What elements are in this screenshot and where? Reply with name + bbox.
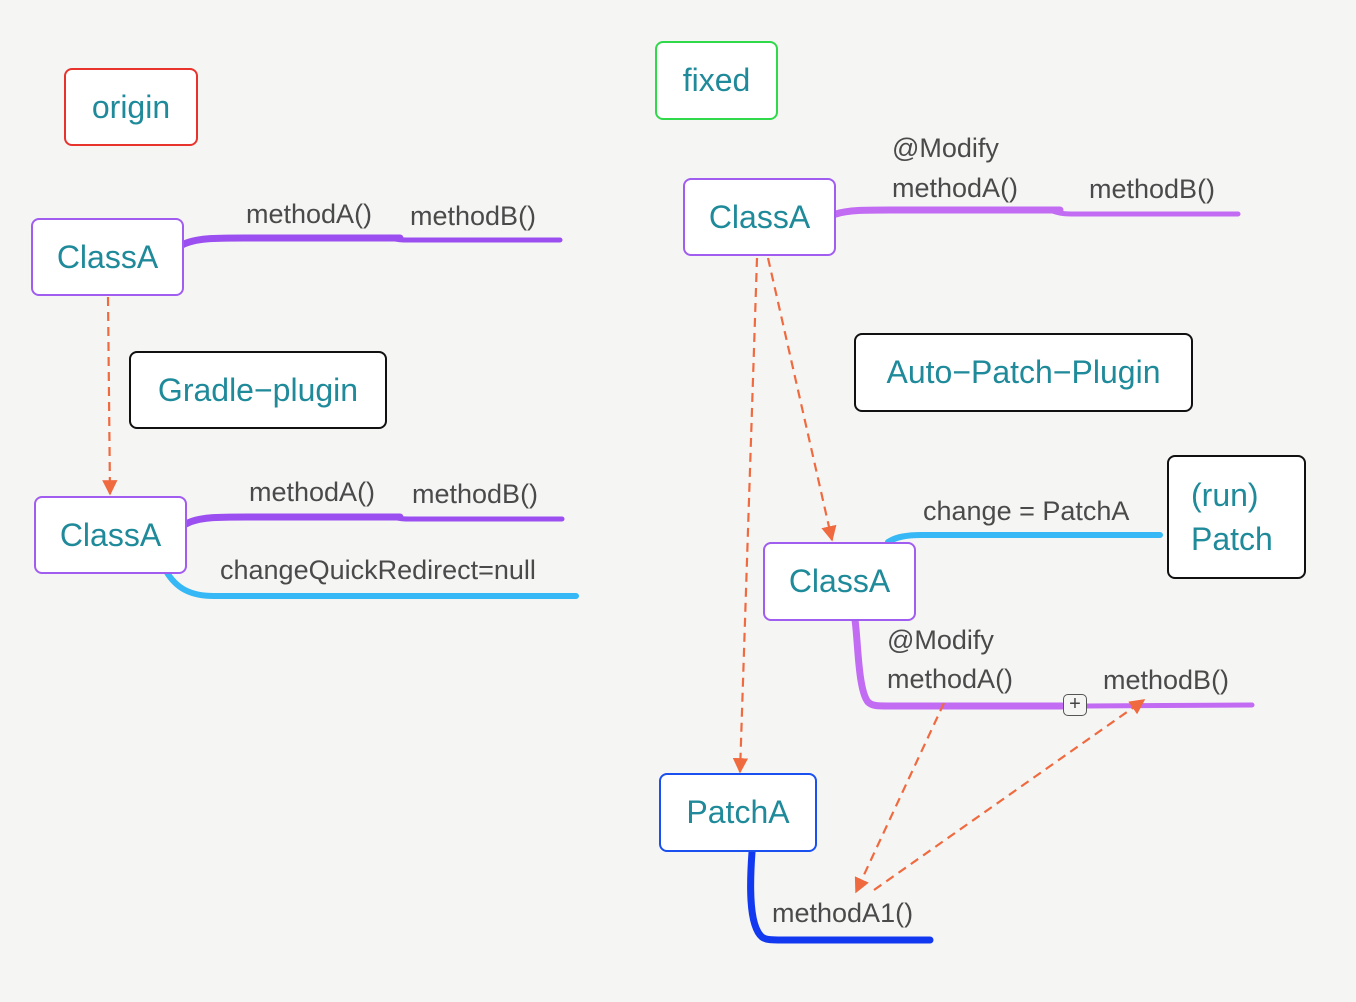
arrow-methoda-to-methoda1 — [854, 702, 945, 894]
origin-bottom-methoda-label: methodA() — [249, 477, 376, 507]
fixed-top-branch — [832, 206, 1064, 218]
fixed-top-methodb-label: methodB() — [1089, 174, 1216, 204]
fixed-classa-top[interactable]: ClassA — [683, 178, 836, 256]
origin-redirect-branch — [163, 568, 579, 599]
origin-bottom-branch — [182, 513, 404, 528]
origin-section-label: origin — [64, 68, 198, 146]
fixed-change-label: change = PatchA — [923, 496, 1130, 526]
run-patch-line2: Patch — [1191, 521, 1273, 557]
origin-top-branch-b — [387, 235, 563, 243]
origin-bottom-methodb-label: methodB() — [412, 479, 539, 509]
fixed-mid-methods-branch — [851, 616, 1066, 710]
arrow-classa-to-classa — [766, 257, 837, 542]
run-patch-node[interactable]: (run) Patch — [1167, 455, 1306, 579]
fixed-section-label: fixed — [655, 41, 778, 120]
origin-classa-bottom[interactable]: ClassA — [34, 496, 187, 574]
fixed-mid-methods-branch-b — [1083, 702, 1255, 709]
arrow-classa-to-patch — [732, 257, 759, 774]
run-patch-line1: (run) — [1191, 477, 1259, 513]
fixed-top-methoda-label: methodA() — [892, 173, 1019, 203]
origin-transform-arrow — [102, 296, 118, 496]
fixed-top-annotation-label: @Modify — [892, 133, 999, 163]
patch-branch — [747, 848, 934, 944]
gradle-plugin-node[interactable]: Gradle−plugin — [129, 351, 387, 429]
origin-redirect-label: changeQuickRedirect=null — [220, 555, 536, 585]
origin-top-methoda-label: methodA() — [246, 199, 373, 229]
patcha-node[interactable]: PatchA — [659, 773, 817, 852]
auto-patch-plugin-node[interactable]: Auto−Patch−Plugin — [854, 333, 1193, 412]
patch-methoda1-label: methodA1() — [772, 898, 914, 928]
origin-top-branch — [178, 234, 404, 249]
arrow-methoda1-to-methodb — [873, 699, 1146, 891]
fixed-mid-annotation-label: @Modify — [887, 625, 994, 655]
origin-bottom-branch-b — [389, 514, 565, 522]
origin-classa-top[interactable]: ClassA — [31, 218, 184, 296]
fixed-mid-methoda-label: methodA() — [887, 664, 1014, 694]
expand-toggle-icon[interactable]: + — [1063, 694, 1087, 716]
fixed-classa-mid[interactable]: ClassA — [763, 542, 916, 621]
origin-top-methodb-label: methodB() — [410, 201, 537, 231]
fixed-mid-methodb-label: methodB() — [1103, 665, 1230, 695]
fixed-mid-change-branch — [885, 532, 1163, 545]
fixed-top-branch-b — [1047, 207, 1241, 217]
